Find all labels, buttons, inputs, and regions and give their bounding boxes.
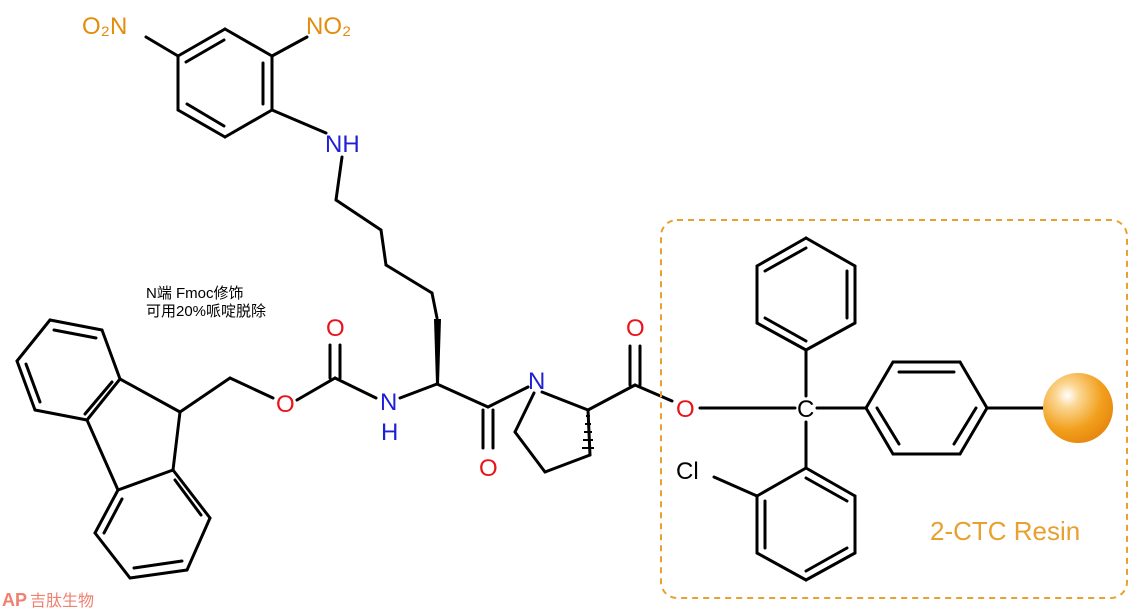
nitro-left-label: O₂N (82, 13, 127, 40)
wedge-bond (434, 319, 441, 384)
fluorene-group (15, 318, 275, 580)
logo-text: 吉肽生物 (30, 592, 94, 610)
trityl-linker (698, 236, 1047, 582)
chlorine-label: Cl (676, 458, 699, 485)
carbamate-carbonyl-oxygen: O (326, 315, 345, 342)
resin-box (660, 219, 1128, 599)
trityl-carbon-label: C (797, 396, 814, 423)
hashed-wedge-bond (582, 415, 594, 449)
aryl-amine-label: NH (325, 131, 360, 158)
backbone-bonds (398, 382, 530, 450)
carbamate-ester-oxygen: O (276, 391, 295, 418)
logo-letters: AP (2, 590, 27, 610)
resin-label: 2-CTC Resin (930, 516, 1080, 546)
nitro-right-label: NO₂ (306, 13, 351, 40)
amide-hydrogen: H (381, 419, 398, 446)
ester-carbonyl-oxygen: O (626, 315, 645, 342)
dinitrophenyl-ring (144, 27, 328, 139)
fmoc-note-line1: N端 Fmoc修饰 (146, 285, 244, 302)
lysine-side-chain (334, 155, 439, 320)
ester-oxygen: O (676, 396, 695, 423)
proline-ring (513, 344, 674, 474)
resin-bead (1043, 373, 1113, 443)
fmoc-note-line2: 可用20%哌啶脱除 (146, 303, 266, 320)
amide-nitrogen: N (380, 389, 397, 416)
carbamate-bonds (295, 343, 378, 402)
proline-nitrogen: N (528, 368, 545, 395)
amide-carbonyl-oxygen: O (479, 455, 498, 482)
